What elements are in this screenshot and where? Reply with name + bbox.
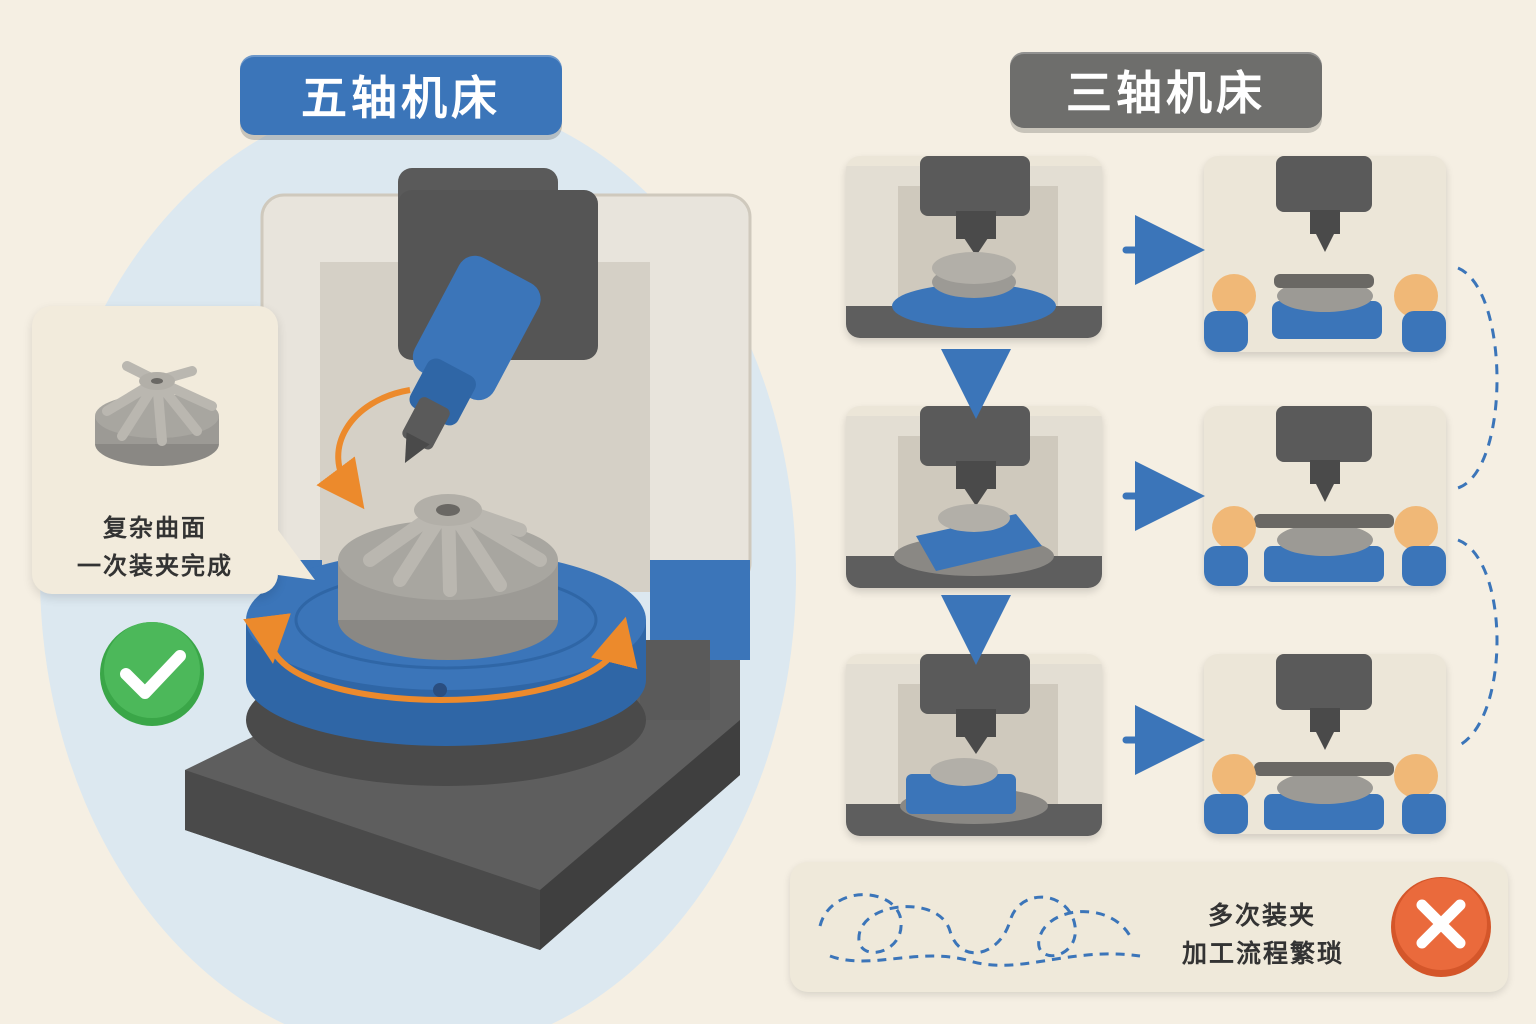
three-axis-step-2-machine	[846, 406, 1102, 588]
five-axis-callout: 复杂曲面 一次装夹完成	[32, 306, 278, 594]
cross-icon	[1391, 877, 1491, 977]
three-axis-title: 三轴机床	[1010, 52, 1322, 128]
three-axis-summary: 多次装夹 加工流程繁琐	[790, 862, 1508, 992]
callout-line-1: 复杂曲面	[103, 514, 207, 542]
tangled-path-icon	[818, 893, 1141, 967]
three-axis-step-3-fixture	[1204, 654, 1446, 834]
check-icon	[100, 622, 204, 726]
three-axis-step-2-fixture	[1204, 406, 1446, 586]
three-axis-step-1-fixture	[1204, 156, 1446, 352]
five-axis-title: 五轴机床	[240, 55, 562, 135]
callout-line-2: 一次装夹完成	[77, 552, 233, 580]
three-axis-step-3-machine	[846, 654, 1102, 836]
callout-pointer	[278, 530, 315, 580]
impeller-icon	[95, 361, 219, 466]
three-axis-step-1-machine	[846, 156, 1102, 338]
summary-line-1: 多次装夹	[1208, 901, 1317, 930]
summary-line-2: 加工流程繁琐	[1182, 939, 1345, 968]
